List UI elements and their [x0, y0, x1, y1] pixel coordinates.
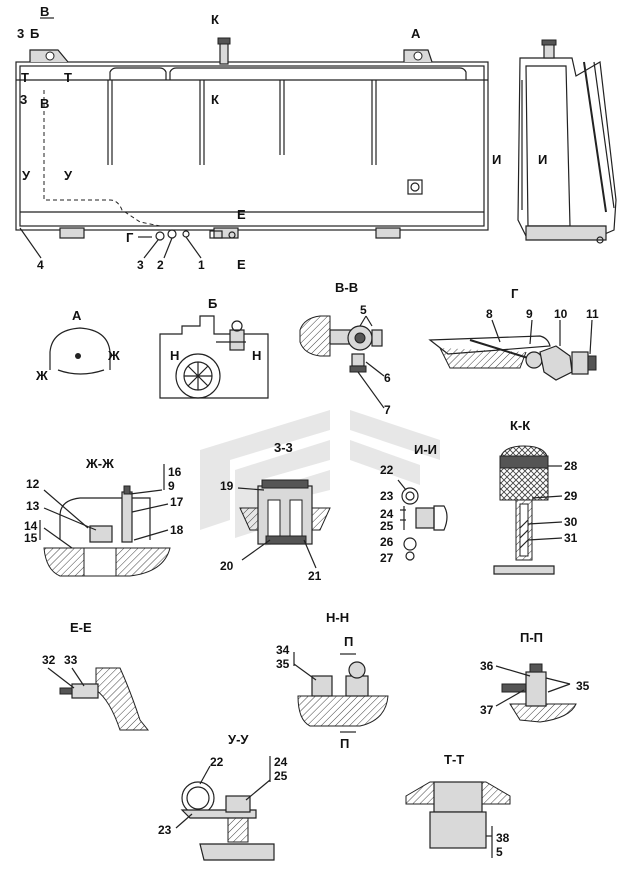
svg-text:13: 13 — [26, 499, 40, 513]
section-tt: Т-Т 38 5 — [405, 752, 511, 859]
svg-text:Т: Т — [64, 70, 72, 85]
section-pp: П-П 36 35 37 — [480, 630, 590, 723]
svg-text:22: 22 — [380, 463, 394, 477]
svg-text:Т-Т: Т-Т — [444, 752, 464, 767]
svg-text:2: 2 — [157, 258, 164, 272]
main-view-tank — [15, 37, 489, 241]
svg-text:28: 28 — [564, 459, 578, 473]
svg-text:У: У — [22, 168, 31, 183]
main-view-marks: В Б 3 К А Т Т 3 В К У У Е Г Е 3 2 1 4 — [17, 4, 421, 272]
svg-text:8: 8 — [486, 307, 493, 321]
svg-text:Г: Г — [126, 230, 134, 245]
svg-text:5: 5 — [360, 303, 367, 317]
section-ee: Е-Е 32 33 — [42, 620, 150, 731]
svg-text:6: 6 — [384, 371, 391, 385]
svg-text:У: У — [64, 168, 73, 183]
svg-text:И: И — [538, 152, 547, 167]
svg-text:А: А — [72, 308, 82, 323]
svg-text:9: 9 — [526, 307, 533, 321]
svg-text:Ж: Ж — [107, 348, 120, 363]
svg-text:18: 18 — [170, 523, 184, 537]
svg-text:30: 30 — [564, 515, 578, 529]
svg-text:38: 38 — [496, 831, 510, 845]
svg-text:П: П — [344, 634, 353, 649]
svg-text:22: 22 — [210, 755, 224, 769]
svg-text:24: 24 — [274, 755, 288, 769]
svg-text:5: 5 — [496, 845, 503, 859]
svg-text:25: 25 — [274, 769, 288, 783]
svg-text:В: В — [40, 96, 49, 111]
svg-text:23: 23 — [158, 823, 172, 837]
svg-text:21: 21 — [308, 569, 322, 583]
svg-text:32: 32 — [42, 653, 56, 667]
svg-text:Ж: Ж — [35, 368, 48, 383]
section-kk: К-К 28 29 30 31 — [493, 418, 578, 575]
svg-text:А: А — [411, 26, 421, 41]
svg-text:35: 35 — [576, 679, 590, 693]
svg-text:25: 25 — [380, 519, 394, 533]
svg-text:3: 3 — [17, 26, 24, 41]
svg-text:Н: Н — [252, 348, 261, 363]
svg-text:16: 16 — [168, 465, 182, 479]
detail-g: Г 8 9 10 11 — [428, 286, 599, 381]
svg-text:20: 20 — [220, 559, 234, 573]
side-view-tank: И И — [492, 39, 617, 244]
svg-text:К-К: К-К — [510, 418, 530, 433]
svg-text:Н: Н — [170, 348, 179, 363]
svg-text:П: П — [340, 736, 349, 751]
section-zhzh: Ж-Ж 12 13 14 15 16 9 17 18 — [24, 456, 184, 577]
svg-text:Б: Б — [208, 296, 217, 311]
svg-text:Е-Е: Е-Е — [70, 620, 92, 635]
section-nn: Н-Н 34 35 П П — [276, 610, 389, 751]
svg-text:35: 35 — [276, 657, 290, 671]
section-uu: У-У 22 24 25 23 — [158, 732, 288, 861]
svg-text:26: 26 — [380, 535, 394, 549]
svg-text:12: 12 — [26, 477, 40, 491]
svg-text:В: В — [40, 4, 49, 19]
svg-text:37: 37 — [480, 703, 494, 717]
svg-text:В-В: В-В — [335, 280, 358, 295]
svg-text:11: 11 — [586, 307, 599, 321]
svg-text:Е: Е — [237, 207, 246, 222]
svg-text:Ж-Ж: Ж-Ж — [85, 456, 114, 471]
detail-b: Б Н Н — [159, 296, 269, 399]
svg-text:4: 4 — [37, 258, 44, 272]
svg-text:29: 29 — [564, 489, 578, 503]
svg-text:15: 15 — [24, 531, 38, 545]
section-ii: И-И 22 23 24 25 26 27 — [380, 442, 448, 565]
svg-text:34: 34 — [276, 643, 290, 657]
svg-text:14: 14 — [24, 519, 38, 533]
svg-text:1: 1 — [198, 258, 205, 272]
svg-text:Б: Б — [30, 26, 39, 41]
svg-text:19: 19 — [220, 479, 234, 493]
svg-text:23: 23 — [380, 489, 394, 503]
svg-text:Е: Е — [237, 257, 246, 272]
svg-text:К: К — [211, 12, 219, 27]
svg-text:П-П: П-П — [520, 630, 543, 645]
svg-text:3: 3 — [137, 258, 144, 272]
svg-text:К: К — [211, 92, 219, 107]
svg-text:У-У: У-У — [228, 732, 249, 747]
svg-text:9: 9 — [168, 479, 175, 493]
svg-text:27: 27 — [380, 551, 394, 565]
svg-text:3-3: 3-3 — [274, 440, 293, 455]
svg-text:Т: Т — [21, 70, 29, 85]
svg-text:7: 7 — [384, 403, 391, 417]
svg-text:33: 33 — [64, 653, 78, 667]
svg-text:И-И: И-И — [414, 442, 437, 457]
section-33: 3-3 19 20 21 — [220, 440, 331, 583]
svg-text:10: 10 — [554, 307, 568, 321]
svg-text:24: 24 — [380, 507, 394, 521]
svg-text:17: 17 — [170, 495, 184, 509]
section-vv: В-В 5 6 7 — [299, 280, 391, 417]
svg-text:3: 3 — [20, 92, 27, 107]
svg-text:Н-Н: Н-Н — [326, 610, 349, 625]
svg-text:31: 31 — [564, 531, 578, 545]
svg-text:36: 36 — [480, 659, 494, 673]
svg-text:Г: Г — [511, 286, 519, 301]
svg-text:И: И — [492, 152, 501, 167]
detail-a: А Ж Ж — [35, 308, 120, 383]
